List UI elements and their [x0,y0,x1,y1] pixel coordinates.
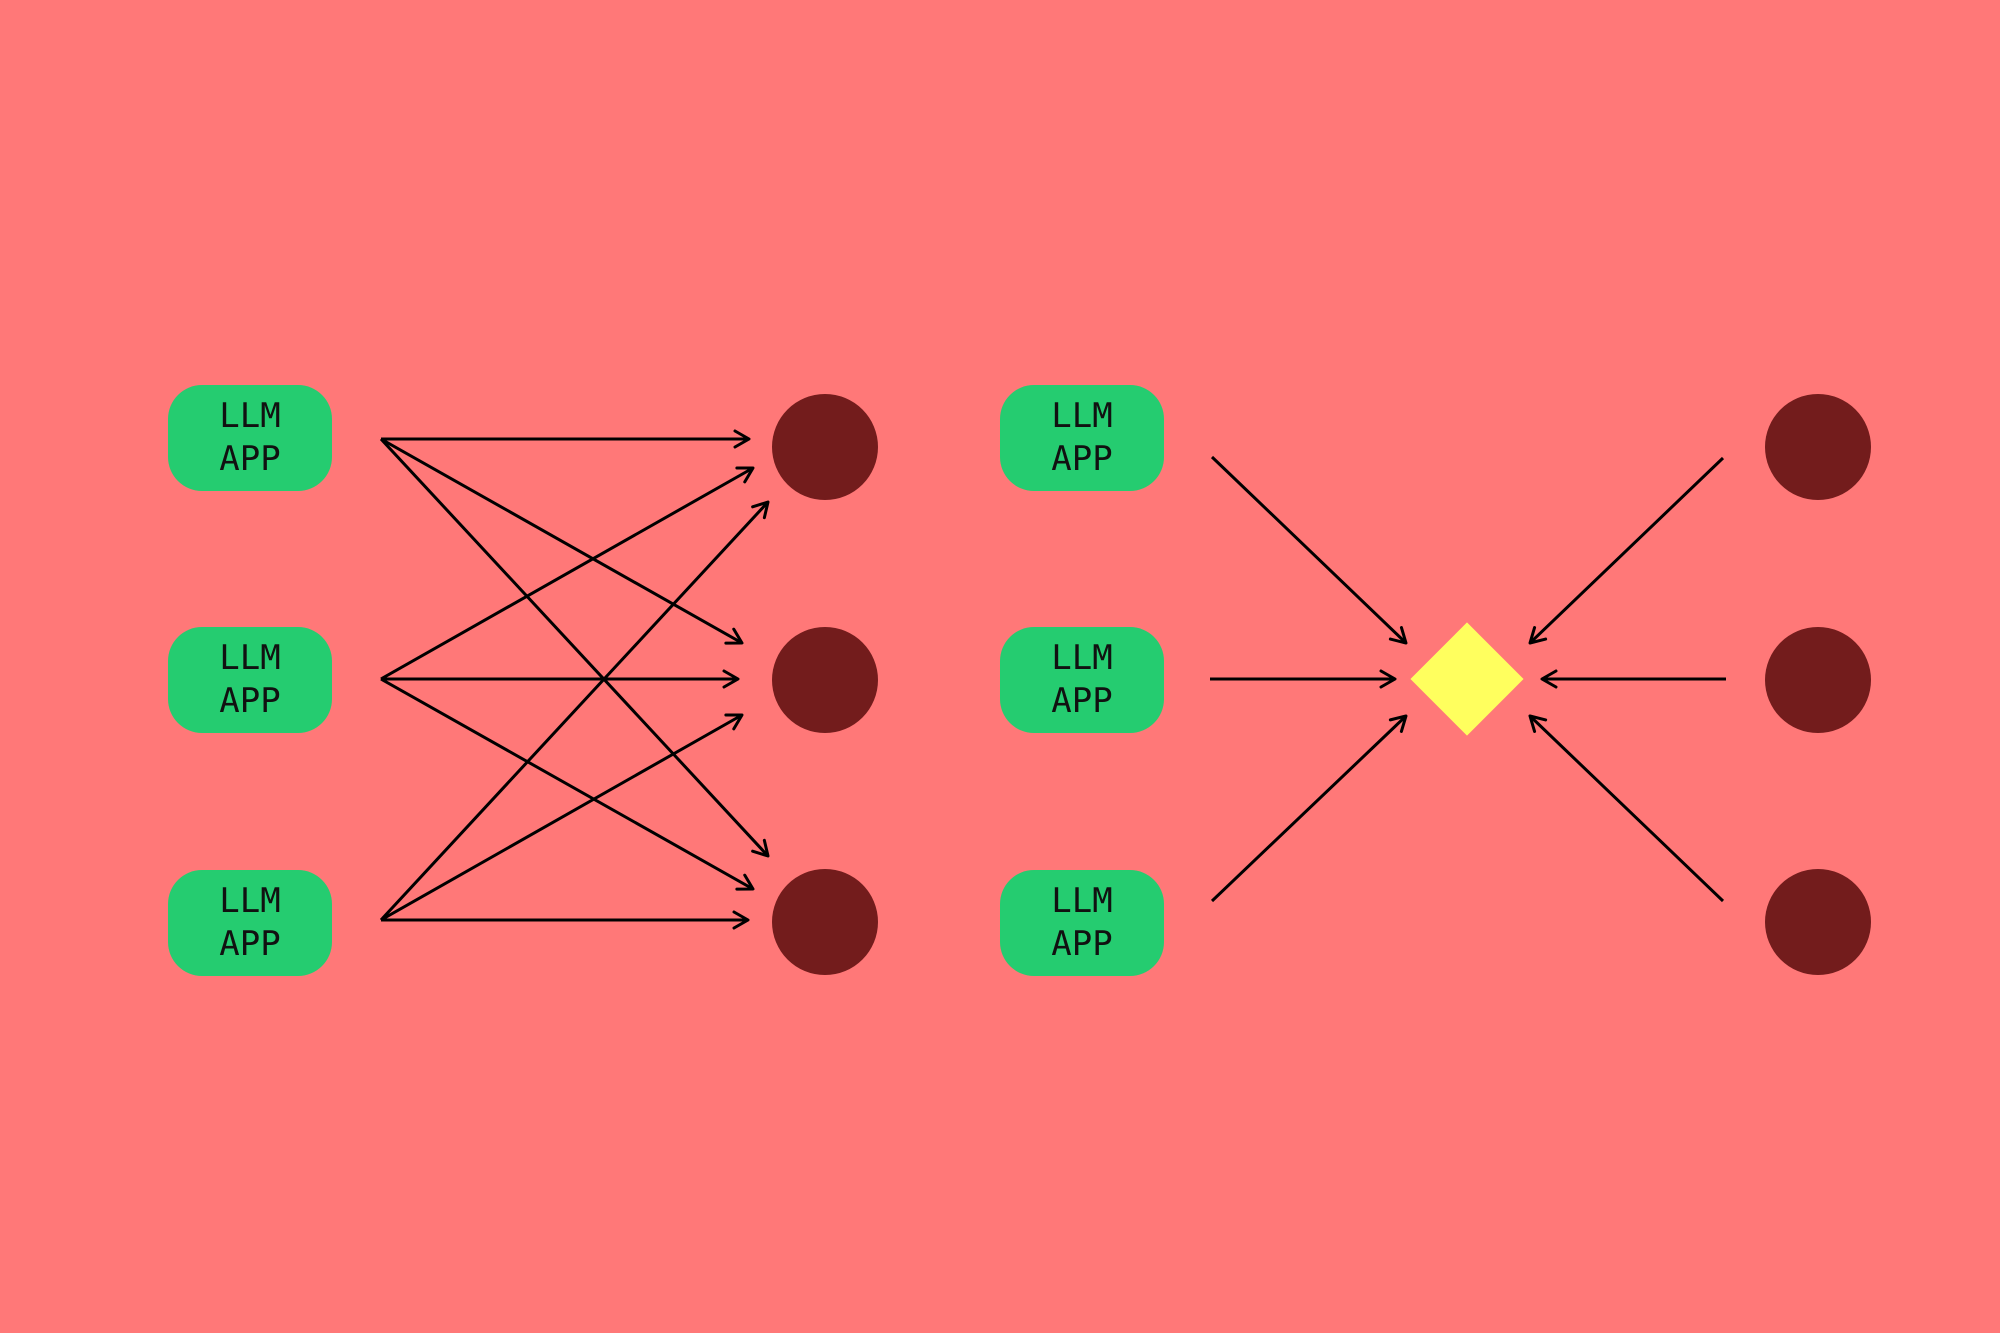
app-label-line1: LLM [219,396,281,436]
app-label-line2: APP [1051,439,1113,479]
llm-app-box: LLM APP [1000,627,1164,733]
app-label-line2: APP [219,439,281,479]
server-node [772,394,878,500]
right-hub-arrows [1210,455,1726,903]
app-label-line2: APP [1051,924,1113,964]
server-node [1765,627,1871,733]
server-node [1765,394,1871,500]
app-label-line2: APP [219,681,281,721]
llm-app-box: LLM APP [1000,385,1164,491]
app-label-line1: LLM [1051,638,1113,678]
llm-app-box: LLM APP [168,627,332,733]
app-label-line1: LLM [1051,881,1113,921]
server-node [772,869,878,975]
app-label-line1: LLM [219,881,281,921]
app-label-line2: APP [1051,681,1113,721]
server-node [772,627,878,733]
left-mesh-arrows [379,429,770,930]
llm-app-box: LLM APP [168,385,332,491]
app-label-line1: LLM [1051,396,1113,436]
llm-app-box: LLM APP [168,870,332,976]
app-label-line1: LLM [219,638,281,678]
server-node [1765,869,1871,975]
llm-app-box: LLM APP [1000,870,1164,976]
app-label-line2: APP [219,924,281,964]
